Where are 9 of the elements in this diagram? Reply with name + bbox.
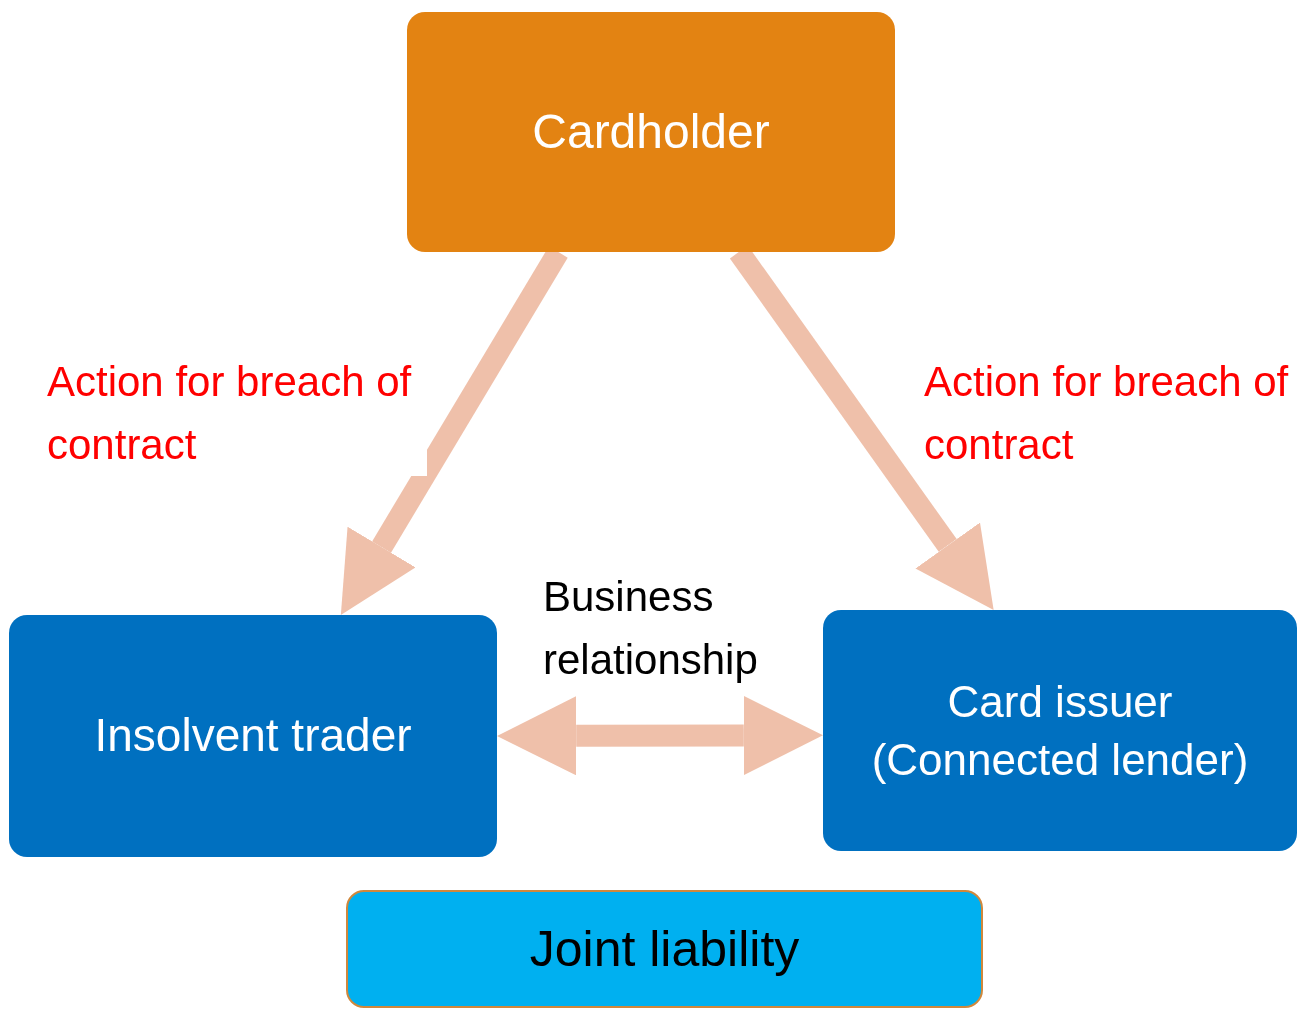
block-arrow bbox=[497, 695, 823, 776]
box-label: Insolvent trader bbox=[94, 708, 412, 764]
rounded-box bbox=[346, 890, 983, 1008]
rounded-box bbox=[407, 12, 895, 252]
box-label: Joint liability bbox=[529, 919, 800, 979]
rounded-box bbox=[9, 615, 497, 857]
rounded-box bbox=[823, 610, 1297, 851]
box-label: Cardholder bbox=[532, 103, 770, 160]
box-label: Card issuer (Connected lender) bbox=[870, 676, 1250, 786]
